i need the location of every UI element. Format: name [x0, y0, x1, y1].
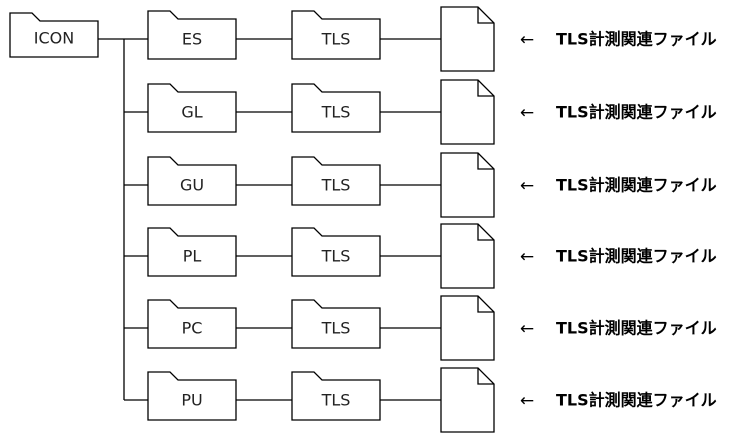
category-folder-icon [147, 227, 237, 277]
file-icon [440, 295, 495, 361]
branch-row: GU TLS ← TLS計測関連ファイル [124, 152, 717, 218]
tls-folder-label: TLS [321, 247, 351, 266]
file-icon [440, 223, 495, 289]
branch-row: GL TLS ← TLS計測関連ファイル [124, 79, 717, 145]
category-folder-icon [147, 156, 237, 206]
file-icon [440, 6, 495, 72]
tls-folder-label: TLS [321, 30, 351, 49]
file-fold-icon [477, 224, 494, 241]
category-folder-label: PL [183, 247, 202, 266]
category-folder-label: PU [181, 391, 202, 410]
branch-row: ES TLS ← TLS計測関連ファイル [147, 6, 717, 72]
category-folder-icon [147, 371, 237, 421]
category-folder-icon [147, 83, 237, 133]
annotation-label: TLS計測関連ファイル [556, 391, 717, 410]
tls-folder-icon [291, 156, 381, 206]
tls-folder-label: TLS [321, 103, 351, 122]
left-arrow-icon: ← [520, 30, 534, 50]
left-arrow-icon: ← [520, 103, 534, 123]
branch-row: PU TLS ← TLS計測関連ファイル [124, 367, 717, 433]
branch-row: PC TLS ← TLS計測関連ファイル [124, 295, 717, 361]
file-icon [440, 152, 495, 218]
category-folder-label: ES [182, 30, 202, 49]
file-fold-icon [477, 153, 494, 170]
tls-folder-icon [291, 227, 381, 277]
file-icon [440, 367, 495, 433]
category-folder-label: GL [181, 103, 202, 122]
annotation-label: TLS計測関連ファイル [556, 247, 717, 266]
file-fold-icon [477, 7, 494, 24]
category-folder-label: GU [180, 176, 204, 195]
annotation-label: TLS計測関連ファイル [556, 30, 717, 49]
tls-folder-label: TLS [321, 319, 351, 338]
tls-folder-icon [291, 299, 381, 349]
tls-folder-label: TLS [321, 176, 351, 195]
tls-folder-icon [291, 83, 381, 133]
branch-row: PL TLS ← TLS計測関連ファイル [124, 223, 717, 289]
file-fold-icon [477, 80, 494, 97]
tls-folder-icon [291, 371, 381, 421]
category-folder-label: PC [182, 319, 203, 338]
file-fold-icon [477, 296, 494, 313]
file-icon [440, 79, 495, 145]
root-folder-icon [9, 12, 99, 58]
root-folder-label: ICON [34, 29, 74, 48]
left-arrow-icon: ← [520, 319, 534, 339]
category-folder-icon [147, 299, 237, 349]
left-arrow-icon: ← [520, 176, 534, 196]
category-folder-icon [147, 10, 237, 60]
tls-folder-icon [291, 10, 381, 60]
left-arrow-icon: ← [520, 391, 534, 411]
left-arrow-icon: ← [520, 247, 534, 267]
file-fold-icon [477, 368, 494, 385]
annotation-label: TLS計測関連ファイル [556, 103, 717, 122]
annotation-label: TLS計測関連ファイル [556, 319, 717, 338]
annotation-label: TLS計測関連ファイル [556, 176, 717, 195]
tls-folder-label: TLS [321, 391, 351, 410]
root-folder: ICON [9, 12, 99, 58]
